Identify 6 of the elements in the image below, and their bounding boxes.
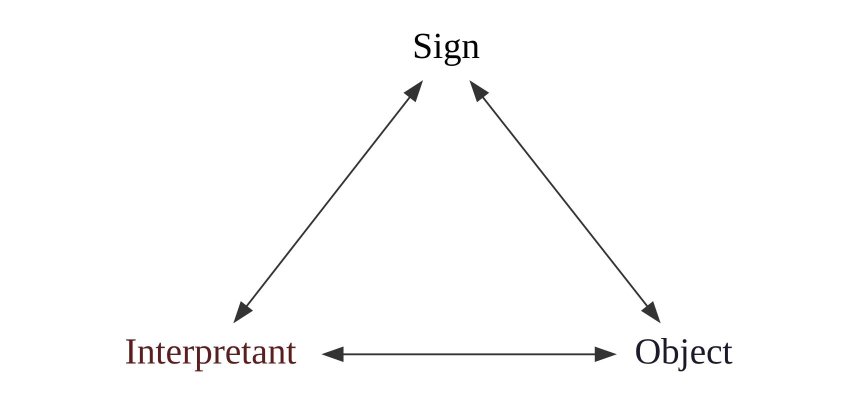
node-text: Interpretant [124, 330, 296, 372]
node-text: Object [634, 330, 732, 372]
arrow [232, 80, 423, 324]
arrow [468, 80, 660, 324]
node-text: Sign [412, 24, 480, 66]
arrow [320, 346, 616, 362]
